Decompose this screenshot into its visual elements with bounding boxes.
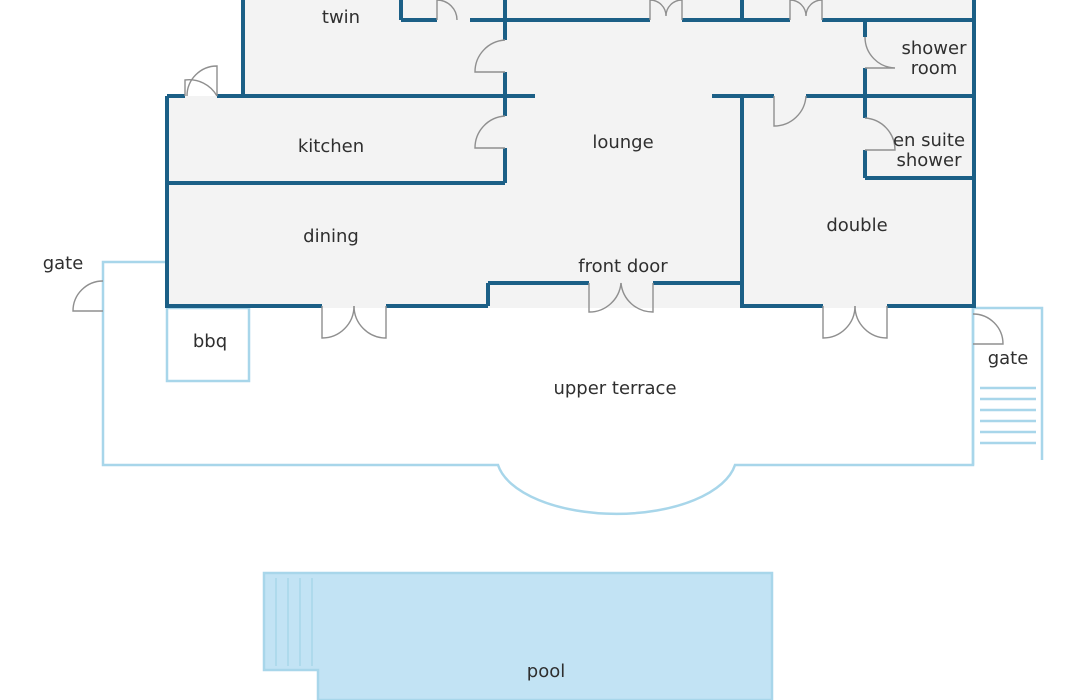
room-label-dining: dining [303, 226, 359, 247]
room-label-kitchen: kitchen [298, 136, 364, 157]
room-label-shower-room-line1: shower [902, 38, 968, 59]
upper-terrace-outline [101, 260, 1044, 516]
room-label-shower-room-line2: room [911, 58, 958, 79]
label-bbq: bbq [193, 331, 227, 352]
room-label-twin: twin [322, 7, 360, 28]
pool-steps [275, 578, 313, 666]
pool-basin [262, 571, 774, 700]
label-front-door: front door [578, 256, 668, 277]
label-gate-right: gate [988, 348, 1029, 369]
door-swings [72, 0, 1004, 345]
label-upper-terrace: upper terrace [553, 378, 676, 399]
terrace-stairs [980, 386, 1036, 445]
label-pool: pool [527, 661, 565, 682]
room-label-double: double [826, 215, 887, 236]
house-walls [165, 0, 976, 308]
room-label-lounge: lounge [592, 132, 653, 153]
room-label-en-suite-line2: shower [897, 150, 963, 171]
label-gate-left: gate [43, 253, 84, 274]
room-label-en-suite-line1: en suite [893, 130, 965, 151]
house-floor [167, 0, 974, 308]
